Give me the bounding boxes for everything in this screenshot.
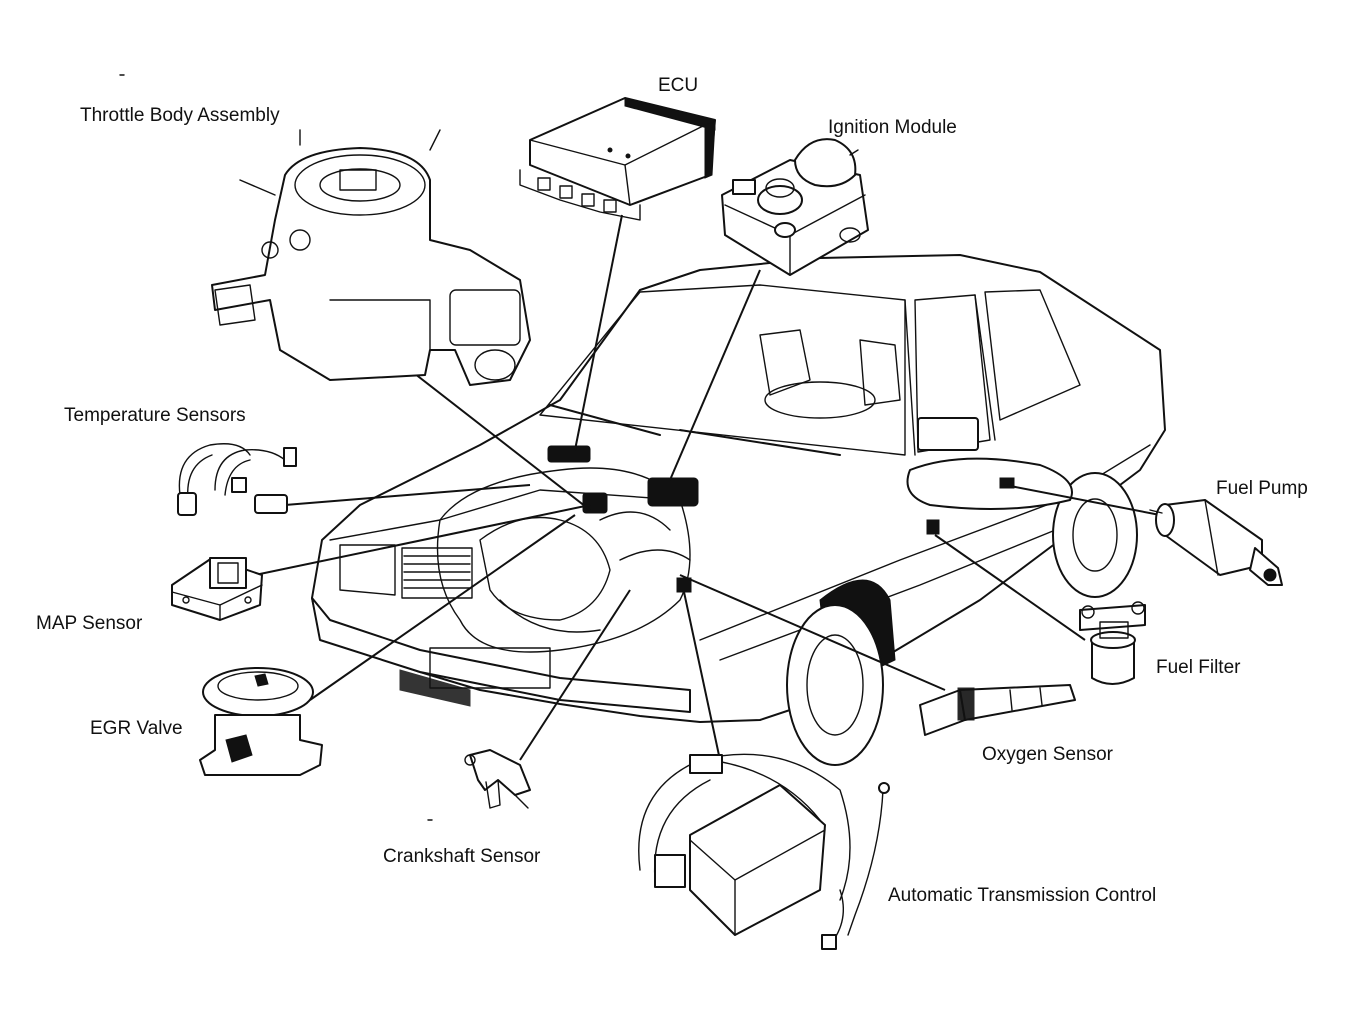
car-body [311, 254, 1166, 766]
leader-lines [254, 214, 1161, 761]
ecu-drawing [519, 97, 716, 221]
transmission-location-marker [676, 577, 692, 593]
label-throttle-body: Throttle Body Assembly [80, 105, 280, 126]
throttle-location-marker [582, 492, 608, 514]
throttle-body-drawing [211, 129, 531, 386]
front-wheel [786, 579, 896, 766]
oxygen-sensor-drawing [919, 684, 1076, 736]
egr-valve-drawing [199, 667, 323, 776]
label-crankshaft-sensor: Crankshaft Sensor [383, 846, 541, 867]
fuel-pump-drawing [1149, 499, 1283, 586]
map-sensor-drawing [171, 557, 263, 621]
ignition-location-marker [647, 477, 699, 507]
fuel-filter-drawing [1079, 601, 1146, 685]
ignition-module-drawing [721, 138, 869, 276]
label-ignition-module: Ignition Module [828, 117, 957, 138]
crankshaft-sensor-drawing [464, 749, 531, 809]
label-egr-valve: EGR Valve [90, 718, 183, 739]
label-temperature-sensors: Temperature Sensors [64, 405, 246, 426]
ecu-location-marker [547, 445, 591, 463]
transmission-control-drawing [638, 753, 890, 950]
label-fuel-filter: Fuel Filter [1156, 657, 1241, 678]
engine-bay [436, 445, 1015, 653]
fuel-filter-location-marker [926, 519, 940, 535]
fuel-pump-location-marker [999, 477, 1015, 489]
temperature-sensors-drawing [177, 443, 297, 516]
label-map-sensor: MAP Sensor [36, 613, 143, 634]
rear-wheel [1052, 472, 1138, 598]
label-fuel-pump: Fuel Pump [1216, 478, 1308, 499]
label-automatic-transmission-control: Automatic Transmission Control [888, 885, 1157, 906]
label-oxygen-sensor: Oxygen Sensor [982, 744, 1113, 765]
label-ecu: ECU [658, 75, 699, 96]
